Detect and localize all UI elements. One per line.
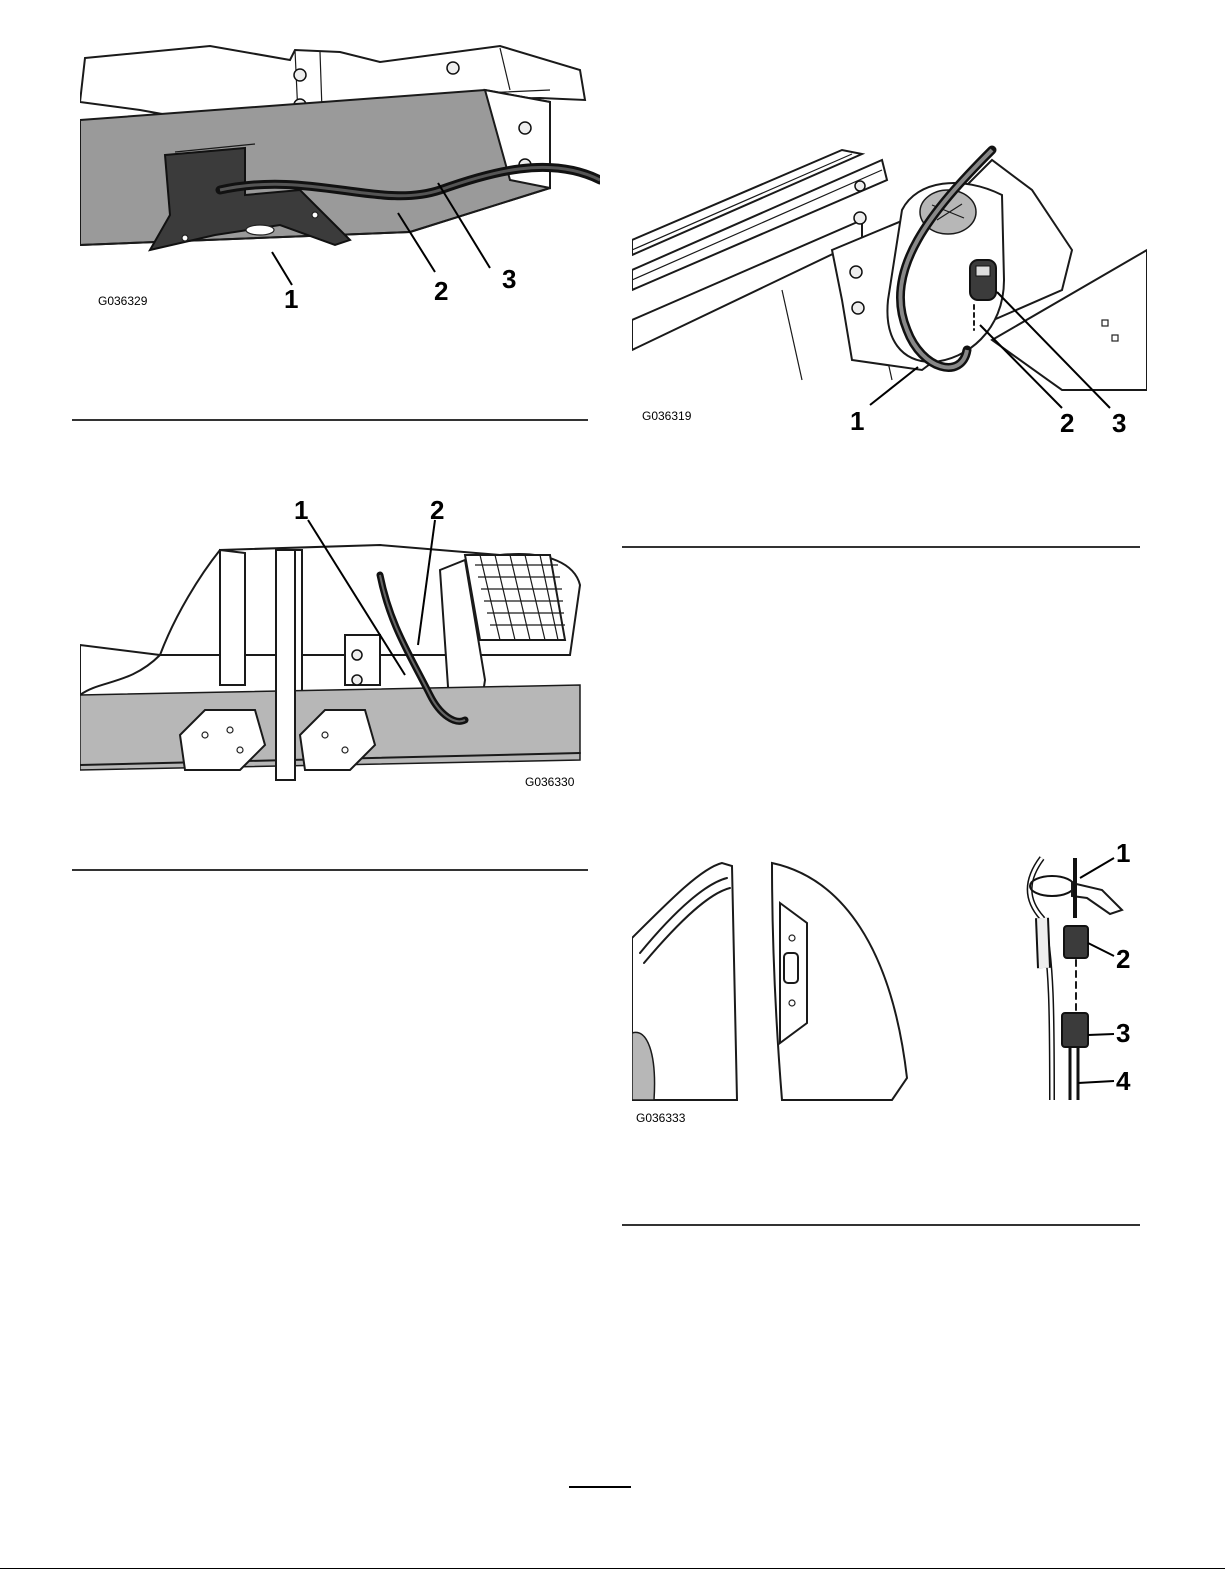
section-divider (622, 546, 1140, 548)
callout-1: 1 (294, 495, 308, 525)
page-number-rule (569, 1486, 631, 1488)
figure-id: G036333 (636, 1111, 686, 1125)
leader-line (272, 252, 292, 285)
section-divider (72, 869, 588, 871)
callout-1: 1 (1116, 838, 1130, 868)
section-divider (622, 1224, 1140, 1226)
figure-g036319: 1 2 3 G036319 (632, 140, 1147, 440)
figure-g036329: 1 2 3 G036329 (80, 40, 600, 330)
figure-id: G036319 (642, 409, 692, 423)
connector-upper (1064, 926, 1088, 958)
cable-tie (1030, 876, 1074, 896)
callout-2: 2 (430, 495, 444, 525)
callout-4: 4 (1116, 1066, 1131, 1096)
bolt (294, 69, 306, 81)
callout-2: 2 (1116, 944, 1130, 974)
callout-3: 3 (502, 264, 516, 294)
radiator-grille (465, 555, 565, 640)
callout-1: 1 (284, 284, 298, 314)
callout-3: 3 (1112, 408, 1126, 438)
figure-g036330: 1 2 G036330 (80, 495, 590, 795)
callout-3: 3 (1116, 1018, 1130, 1048)
callout-2: 2 (1060, 408, 1074, 438)
callout-2: 2 (434, 276, 448, 306)
figure-g036333: 1 2 3 4 G036333 (632, 838, 1147, 1128)
figure-id: G036330 (525, 775, 575, 789)
figure-id: G036329 (98, 294, 148, 308)
callout-1: 1 (850, 406, 864, 436)
page-bottom-rule (0, 1568, 1225, 1569)
connector-lower (1062, 1013, 1088, 1047)
section-divider (72, 419, 588, 421)
